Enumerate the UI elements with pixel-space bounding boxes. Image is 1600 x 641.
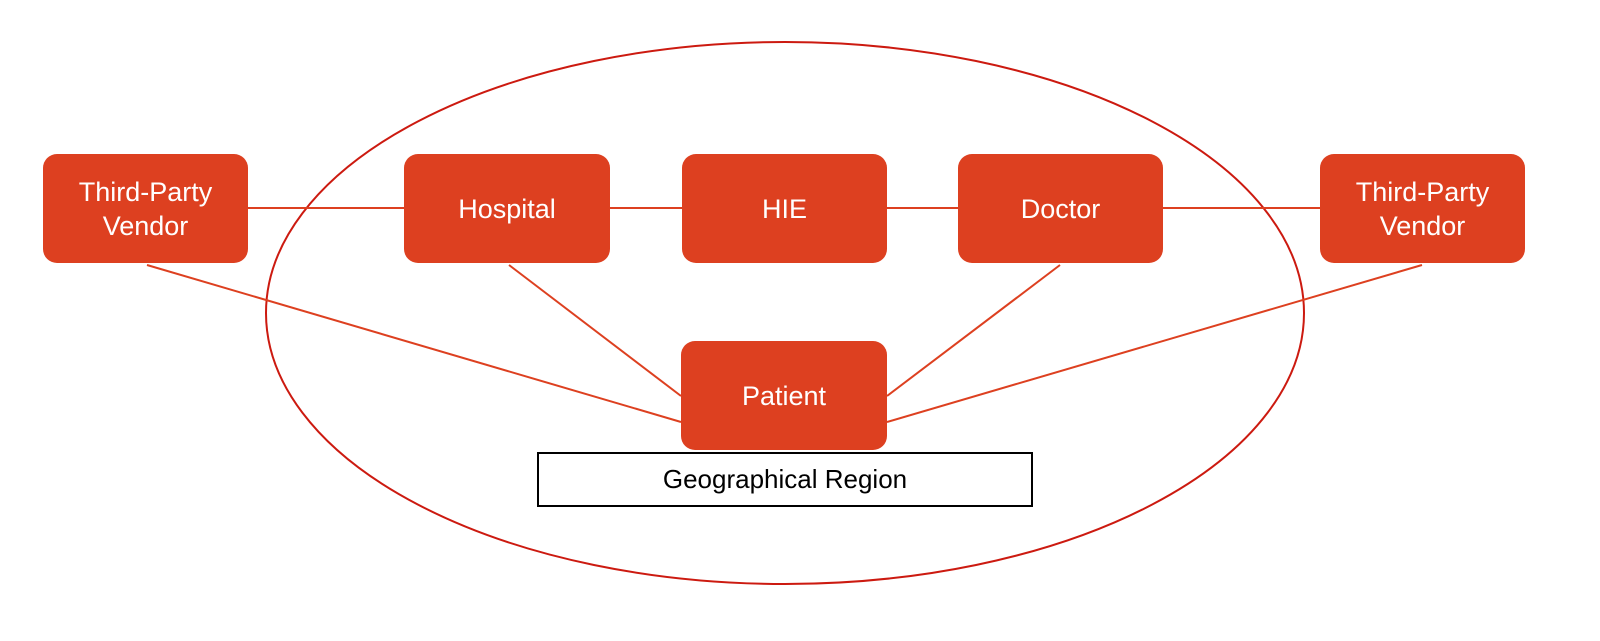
node-label: Hospital	[458, 193, 556, 224]
edge-hospital-patient	[508, 264, 682, 397]
edge-doctor-patient	[886, 264, 1061, 397]
node-hie: HIE	[682, 154, 887, 263]
geographical-region-label: Geographical Region	[537, 452, 1033, 507]
region-ellipse	[265, 41, 1305, 585]
node-label: Third-Party Vendor	[1355, 176, 1490, 241]
node-label: Doctor	[1020, 193, 1101, 224]
node-label: Patient	[741, 380, 827, 411]
node-vendor-right: Third-Party Vendor	[1320, 154, 1525, 263]
edge-vendor-left-patient	[146, 264, 682, 423]
node-vendor-left: Third-Party Vendor	[43, 154, 248, 263]
node-label: HIE	[761, 193, 807, 224]
node-patient: Patient	[681, 341, 887, 450]
node-hospital: Hospital	[404, 154, 610, 263]
edge-vendor-right-patient	[886, 264, 1423, 423]
node-doctor: Doctor	[958, 154, 1163, 263]
node-label: Third-Party Vendor	[78, 176, 213, 241]
region-label-text: Geographical Region	[662, 464, 908, 494]
